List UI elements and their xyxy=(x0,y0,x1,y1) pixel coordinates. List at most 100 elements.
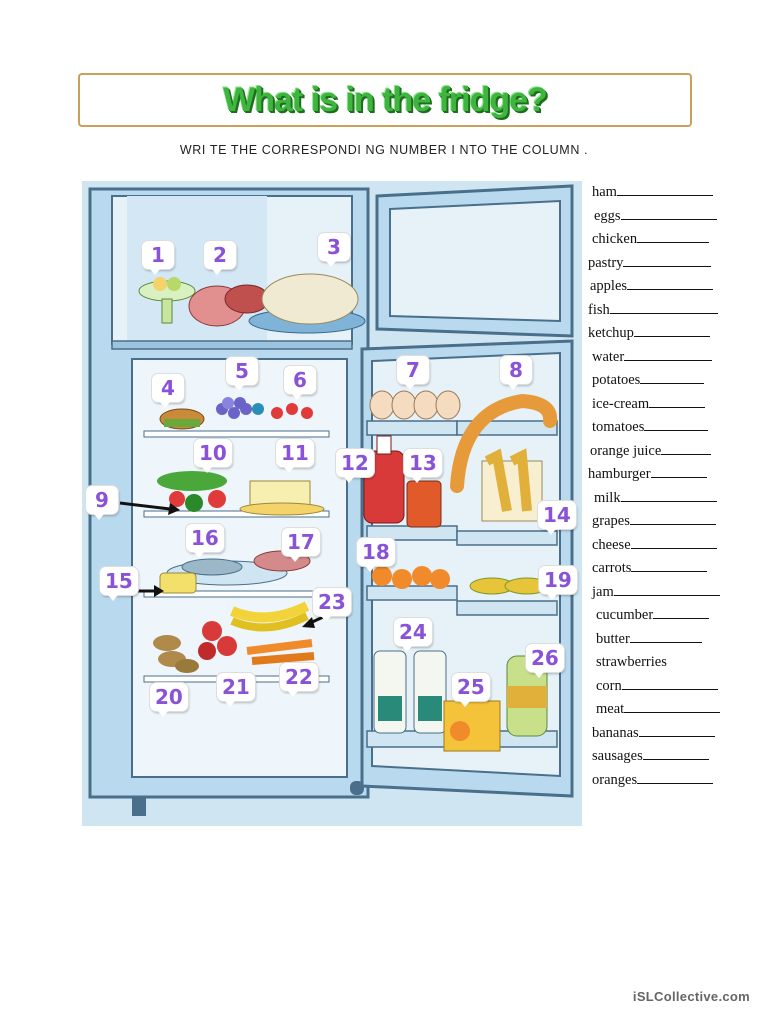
word-label: ice-cream xyxy=(592,395,650,412)
number-label-1: 1 xyxy=(142,241,174,275)
word-label: cheese xyxy=(592,536,631,553)
word-label: potatoes xyxy=(592,372,641,388)
number-label-5: 5 xyxy=(226,357,258,391)
word-row: tomatoes xyxy=(586,416,766,440)
fridge-illustration: 1 2 3 4 5 6 7 8 9 10 11 12 13 14 15 16 1… xyxy=(82,181,582,826)
word-row: strawberries xyxy=(586,651,766,675)
word-row: ketchup xyxy=(586,322,766,346)
word-label: butter xyxy=(596,630,630,647)
number-label-14: 14 xyxy=(538,501,576,535)
word-label: pastry xyxy=(588,254,624,271)
answer-blank[interactable] xyxy=(609,299,718,314)
answer-blank[interactable] xyxy=(631,557,708,572)
fridge-drawing xyxy=(82,181,582,826)
answer-blank[interactable] xyxy=(649,393,706,408)
number-label-25: 25 xyxy=(452,673,490,707)
answer-blank[interactable] xyxy=(637,228,710,243)
word-row: cheese xyxy=(586,534,766,558)
word-label: bananas xyxy=(592,724,639,741)
word-row: bananas xyxy=(586,722,766,746)
number-label-24: 24 xyxy=(394,618,432,652)
answer-blank[interactable] xyxy=(638,722,715,737)
word-row: pastry xyxy=(586,252,766,276)
word-row: chicken xyxy=(586,228,766,252)
word-label: water xyxy=(592,348,625,365)
word-label: tomatoes xyxy=(592,419,645,435)
answer-blank[interactable] xyxy=(642,745,709,760)
number-label-11: 11 xyxy=(276,439,314,473)
number-label-6: 6 xyxy=(284,366,316,400)
number-label-7: 7 xyxy=(397,356,429,390)
answer-blank[interactable] xyxy=(630,534,717,549)
number-label-2: 2 xyxy=(204,241,236,275)
word-row: oranges xyxy=(586,769,766,793)
word-label: milk xyxy=(594,489,621,506)
number-label-16: 16 xyxy=(186,524,224,558)
number-label-20: 20 xyxy=(150,683,188,717)
answer-blank[interactable] xyxy=(653,604,710,619)
word-row: milk xyxy=(586,487,766,511)
word-label: jam xyxy=(592,583,614,600)
word-row: ice-cream xyxy=(586,393,766,417)
word-label: hamburger xyxy=(588,466,651,482)
answer-blank[interactable] xyxy=(633,322,710,337)
word-row: apples xyxy=(586,275,766,299)
worksheet-title: What is in the fridge? xyxy=(223,80,548,119)
word-label: ketchup xyxy=(588,325,634,341)
answer-blank[interactable] xyxy=(640,369,705,384)
word-label: chicken xyxy=(592,231,638,247)
number-label-17: 17 xyxy=(282,528,320,562)
site-watermark: iSLCollective.com xyxy=(632,989,750,1004)
word-label: oranges xyxy=(592,771,638,788)
word-label: corn xyxy=(596,677,622,694)
answer-blank[interactable] xyxy=(661,440,712,455)
number-label-13: 13 xyxy=(404,449,442,483)
answer-blank[interactable] xyxy=(629,628,702,643)
answer-blank[interactable] xyxy=(623,252,712,267)
number-label-4: 4 xyxy=(152,374,184,408)
word-row: sausages xyxy=(586,745,766,769)
answer-blank[interactable] xyxy=(613,581,720,596)
word-row: jam xyxy=(586,581,766,605)
word-row: ham xyxy=(586,181,766,205)
word-row: eggs xyxy=(586,205,766,229)
word-label: sausages xyxy=(592,748,643,764)
number-label-9: 9 xyxy=(86,486,118,520)
title-box: What is in the fridge? xyxy=(78,73,692,127)
number-label-21: 21 xyxy=(217,673,255,707)
instruction-text: WRI TE THE CORRESPONDI NG NUMBER I NTO T… xyxy=(179,143,589,157)
number-label-12: 12 xyxy=(336,449,374,483)
word-list: ham eggs chicken pastry apples fish ketchup wat… xyxy=(586,181,766,792)
word-label: carrots xyxy=(592,560,632,576)
word-label: apples xyxy=(590,278,628,294)
word-label: strawberries xyxy=(596,654,667,670)
word-row: fish xyxy=(586,299,766,323)
number-label-10: 10 xyxy=(194,439,232,473)
answer-blank[interactable] xyxy=(616,181,713,196)
word-label: eggs xyxy=(594,207,621,224)
answer-blank[interactable] xyxy=(637,769,714,784)
answer-blank[interactable] xyxy=(620,487,717,502)
word-row: grapes xyxy=(586,510,766,534)
answer-blank[interactable] xyxy=(620,205,717,220)
answer-blank[interactable] xyxy=(627,275,714,290)
answer-blank[interactable] xyxy=(621,675,718,690)
number-label-18: 18 xyxy=(357,538,395,572)
word-label: grapes xyxy=(592,513,630,529)
word-row: cucumber xyxy=(586,604,766,628)
number-label-8: 8 xyxy=(500,356,532,390)
word-label: meat xyxy=(596,701,625,717)
answer-blank[interactable] xyxy=(629,510,716,525)
word-row: corn xyxy=(586,675,766,699)
answer-blank[interactable] xyxy=(644,416,709,431)
word-row: water xyxy=(586,346,766,370)
answer-blank[interactable] xyxy=(650,463,707,478)
answer-blank[interactable] xyxy=(624,698,721,713)
number-label-23: 23 xyxy=(313,588,351,622)
answer-blank[interactable] xyxy=(624,346,713,361)
number-label-26: 26 xyxy=(526,644,564,678)
word-row: butter xyxy=(586,628,766,652)
word-row: meat xyxy=(586,698,766,722)
word-label: ham xyxy=(592,184,617,200)
word-label: orange juice xyxy=(590,442,662,459)
